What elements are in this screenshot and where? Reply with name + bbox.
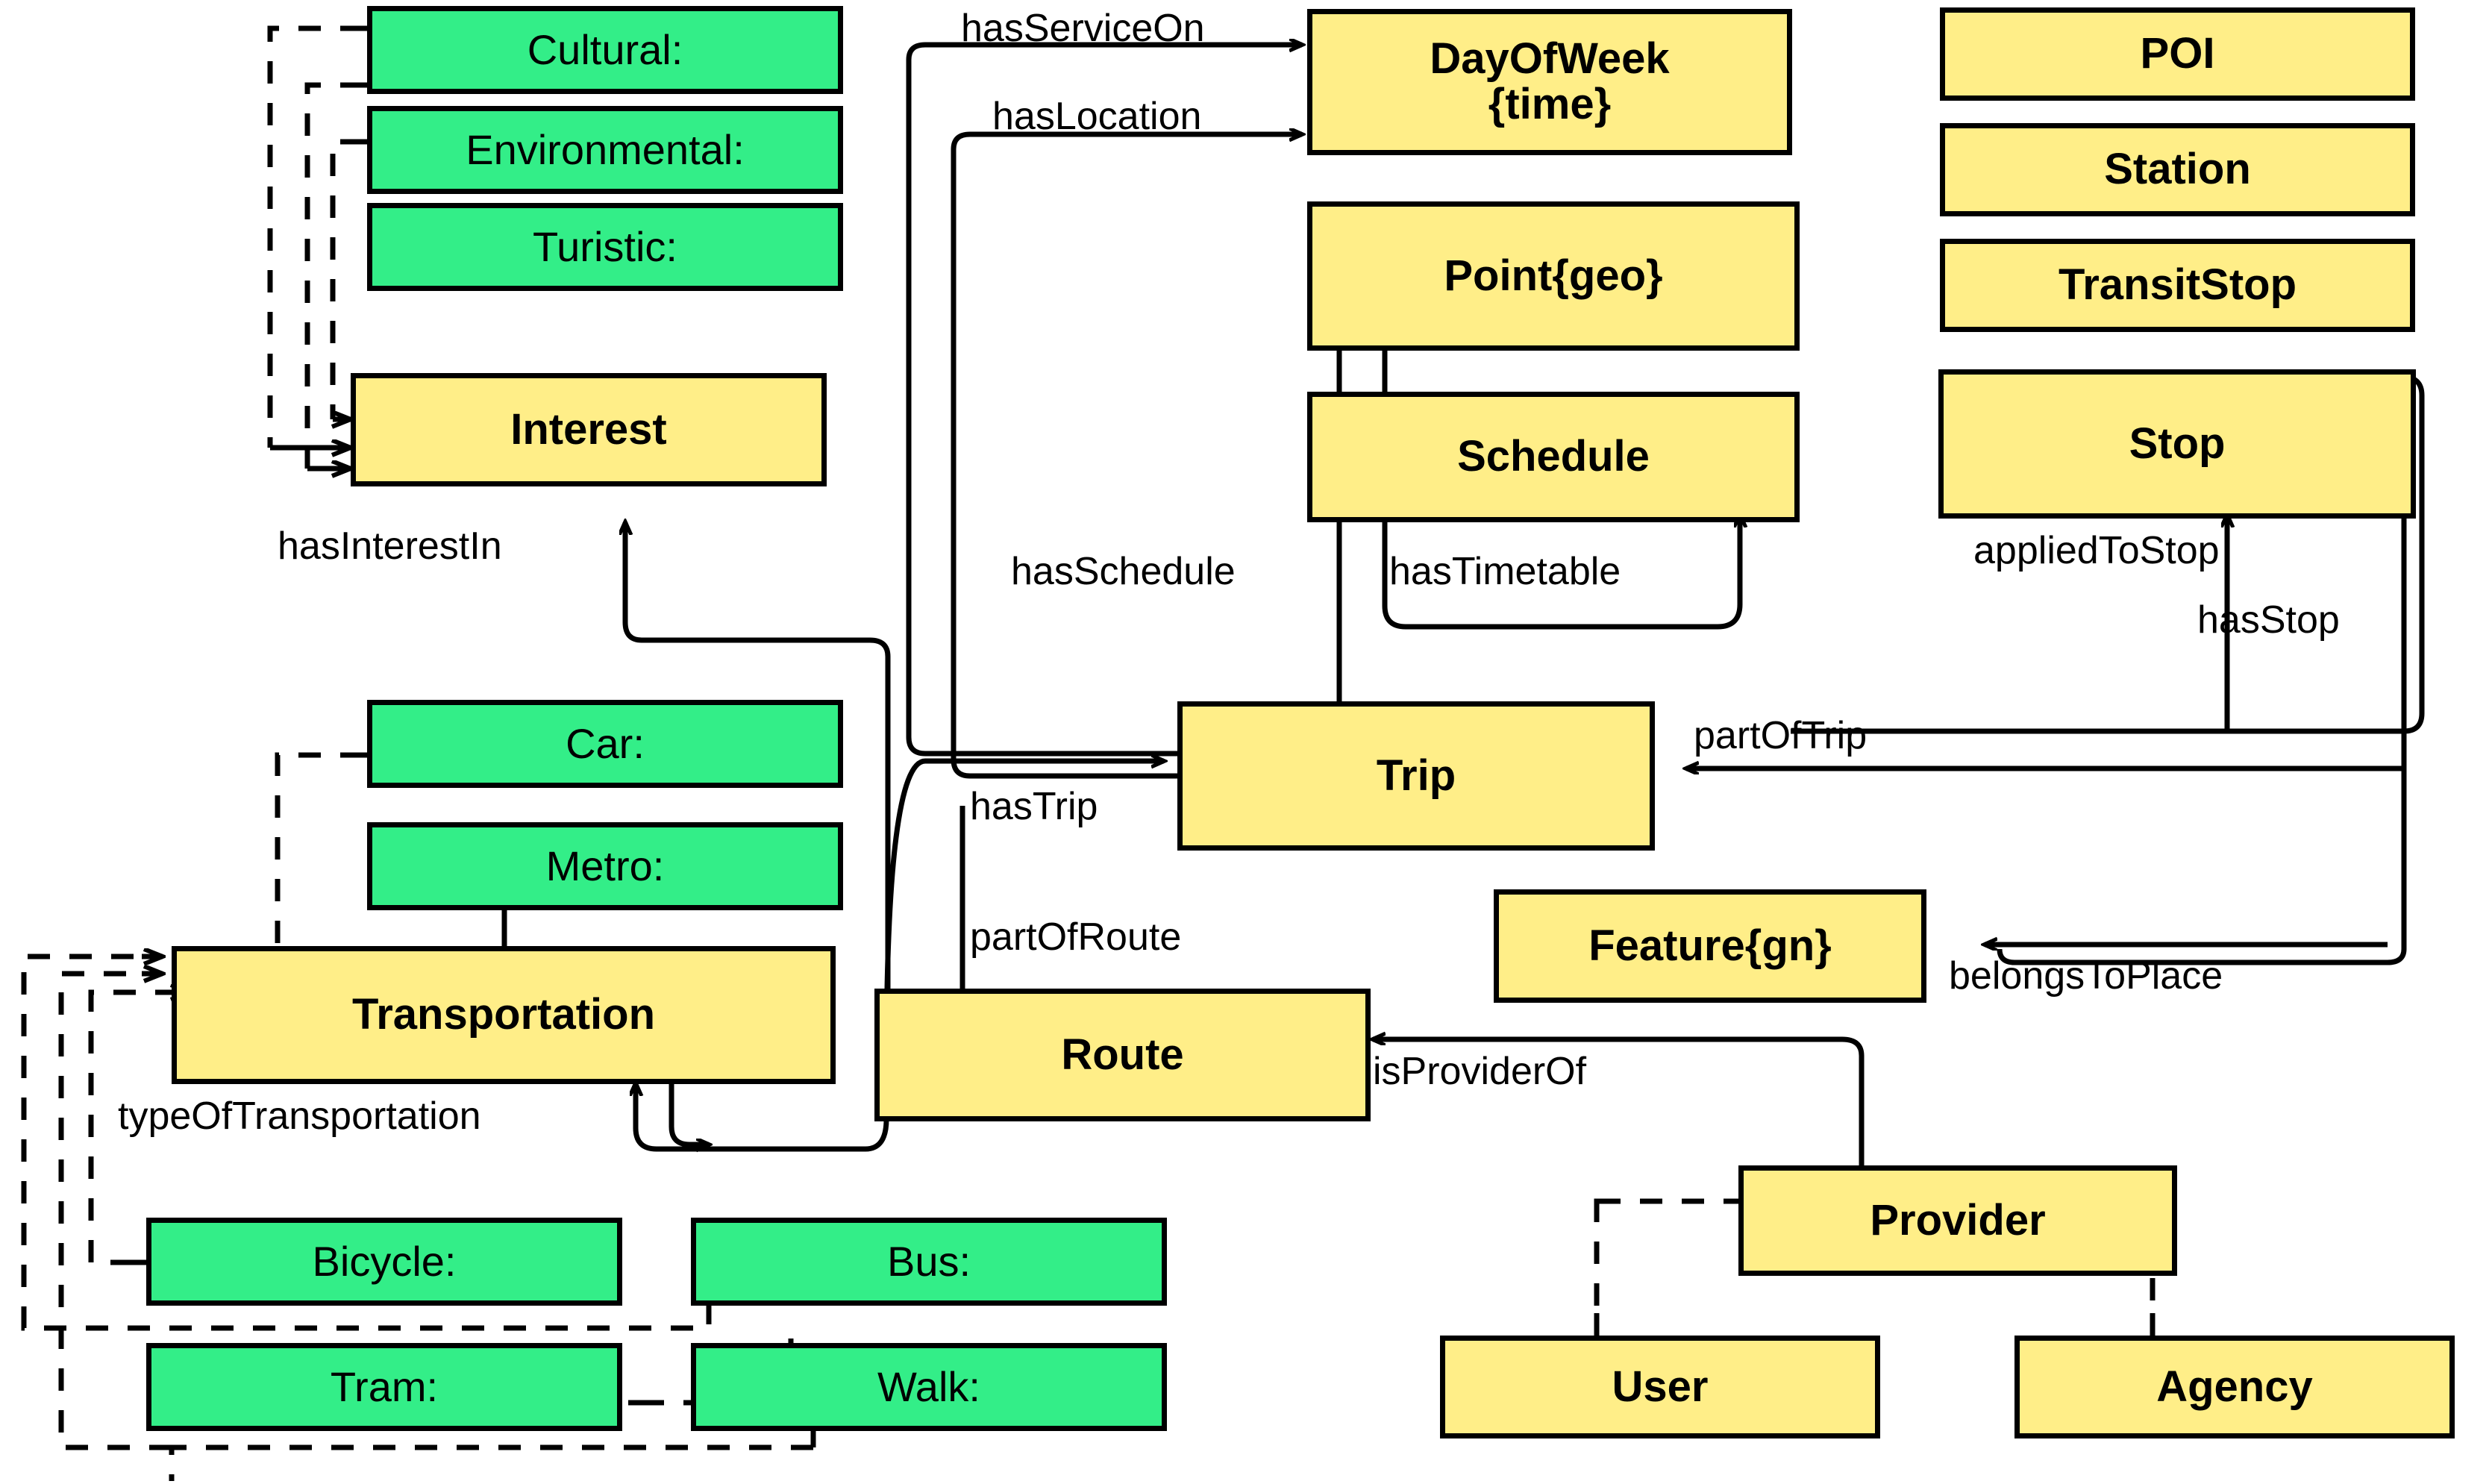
instanceof-bus [21, 954, 712, 1331]
class-label-transitstop: TransitStop [2058, 260, 2297, 310]
edge-label-isProviderOf: isProviderOf [1373, 1050, 1587, 1093]
edge-label-hasInterestIn: hasInterestIn [278, 525, 502, 568]
instanceof-bicycle [88, 989, 172, 1265]
class-label-transportation: Transportation [351, 990, 656, 1039]
edge-transportation-hook [669, 1083, 709, 1145]
instance-node-walk[interactable]: Walk: [691, 1343, 1167, 1431]
class-node-route[interactable]: Route [874, 989, 1371, 1121]
instanceof-environmental [304, 82, 363, 469]
edge-label-hasStop: hasStop [2197, 598, 2340, 642]
instance-node-metro[interactable]: Metro: [367, 822, 843, 910]
edge-label-belongsToPlace: belongsToPlace [1949, 954, 2223, 998]
instance-node-bus[interactable]: Bus: [691, 1218, 1167, 1306]
instanceof-walk [58, 971, 813, 1481]
class-label-trip: Trip [1376, 751, 1456, 800]
instance-label-bus: Bus: [886, 1237, 971, 1285]
instanceof-turistic [330, 139, 363, 419]
edge-label-typeOfTransportation: typeOfTransportation [118, 1095, 481, 1138]
instance-label-car: Car: [566, 719, 645, 767]
class-label-station: Station [2104, 145, 2251, 194]
instance-node-cultural[interactable]: Cultural: [367, 6, 843, 94]
class-node-stop[interactable]: Stop [1938, 369, 2416, 519]
instance-node-environmental[interactable]: Environmental: [367, 106, 843, 194]
class-label-user: User [1612, 1362, 1709, 1411]
edge-hasLocation [951, 134, 1302, 779]
class-label-stop: Stop [2129, 419, 2226, 468]
class-label-route: Route [1061, 1030, 1184, 1079]
instance-node-bicycle[interactable]: Bicycle: [146, 1218, 622, 1306]
edge-label-hasLocation: hasLocation [992, 95, 1202, 138]
instance-node-turistic[interactable]: Turistic: [367, 203, 843, 291]
instance-node-tram[interactable]: Tram: [146, 1343, 622, 1431]
instanceof-user [1594, 1198, 1600, 1313]
instance-label-bicycle: Bicycle: [312, 1237, 457, 1285]
class-node-pointgeo[interactable]: Point{geo} [1307, 201, 1800, 351]
edge-label-partOfRoute: partOfRoute [970, 915, 1182, 959]
edge-belongsToPlace [1997, 395, 2407, 965]
class-label-featuregn: Feature{gn} [1588, 921, 1832, 970]
class-node-provider[interactable]: Provider [1738, 1165, 2177, 1276]
class-node-user[interactable]: User [1440, 1336, 1880, 1438]
instanceof-cultural [267, 25, 363, 448]
edge-label-hasSchedule: hasSchedule [1011, 550, 1236, 593]
instanceof-car [275, 752, 363, 955]
class-node-station[interactable]: Station [1940, 123, 2415, 216]
class-node-dayofweek[interactable]: DayOfWeek {time} [1307, 9, 1792, 155]
edge-isProviderOf [1373, 1039, 1865, 1165]
class-label-interest: Interest [510, 404, 667, 454]
class-node-poi[interactable]: POI [1940, 7, 2415, 101]
class-label-schedule: Schedule [1457, 432, 1650, 481]
instance-label-metro: Metro: [545, 842, 665, 889]
edge-hasServiceOn [906, 45, 1302, 757]
class-label-dayofweek: DayOfWeek {time} [1430, 34, 1670, 128]
instance-label-cultural: Cultural: [527, 25, 683, 73]
class-node-interest[interactable]: Interest [351, 373, 827, 486]
edge-label-hasTimetable: hasTimetable [1389, 550, 1621, 593]
class-label-pointgeo: Point{geo} [1444, 251, 1663, 300]
class-node-transportation[interactable]: Transportation [172, 946, 836, 1084]
instance-label-tram: Tram: [330, 1362, 439, 1410]
class-node-trip[interactable]: Trip [1177, 701, 1655, 851]
instance-label-walk: Walk: [877, 1362, 980, 1410]
instance-label-turistic: Turistic: [533, 222, 677, 270]
class-node-agency[interactable]: Agency [2014, 1336, 2455, 1438]
instance-node-car[interactable]: Car: [367, 700, 843, 788]
class-label-agency: Agency [2156, 1362, 2313, 1411]
edge-typeOfTransportation [636, 1083, 889, 1152]
instance-label-environmental: Environmental: [466, 125, 745, 173]
edge-label-hasTrip: hasTrip [970, 785, 1098, 828]
class-label-poi: POI [2140, 29, 2215, 78]
edge-hasInterestIn [625, 522, 891, 1000]
class-node-schedule[interactable]: Schedule [1307, 392, 1800, 522]
edge-label-appliedToStop: appliedToStop [1973, 529, 2220, 572]
edge-label-partOfTrip: partOfTrip [1694, 714, 1868, 757]
class-label-provider: Provider [1870, 1195, 2046, 1245]
edge-hasTimetable [1385, 258, 1743, 630]
edge-label-hasServiceOn: hasServiceOn [961, 7, 1205, 50]
class-node-transitstop[interactable]: TransitStop [1940, 239, 2415, 332]
class-node-featuregn[interactable]: Feature{gn} [1494, 889, 1926, 1003]
